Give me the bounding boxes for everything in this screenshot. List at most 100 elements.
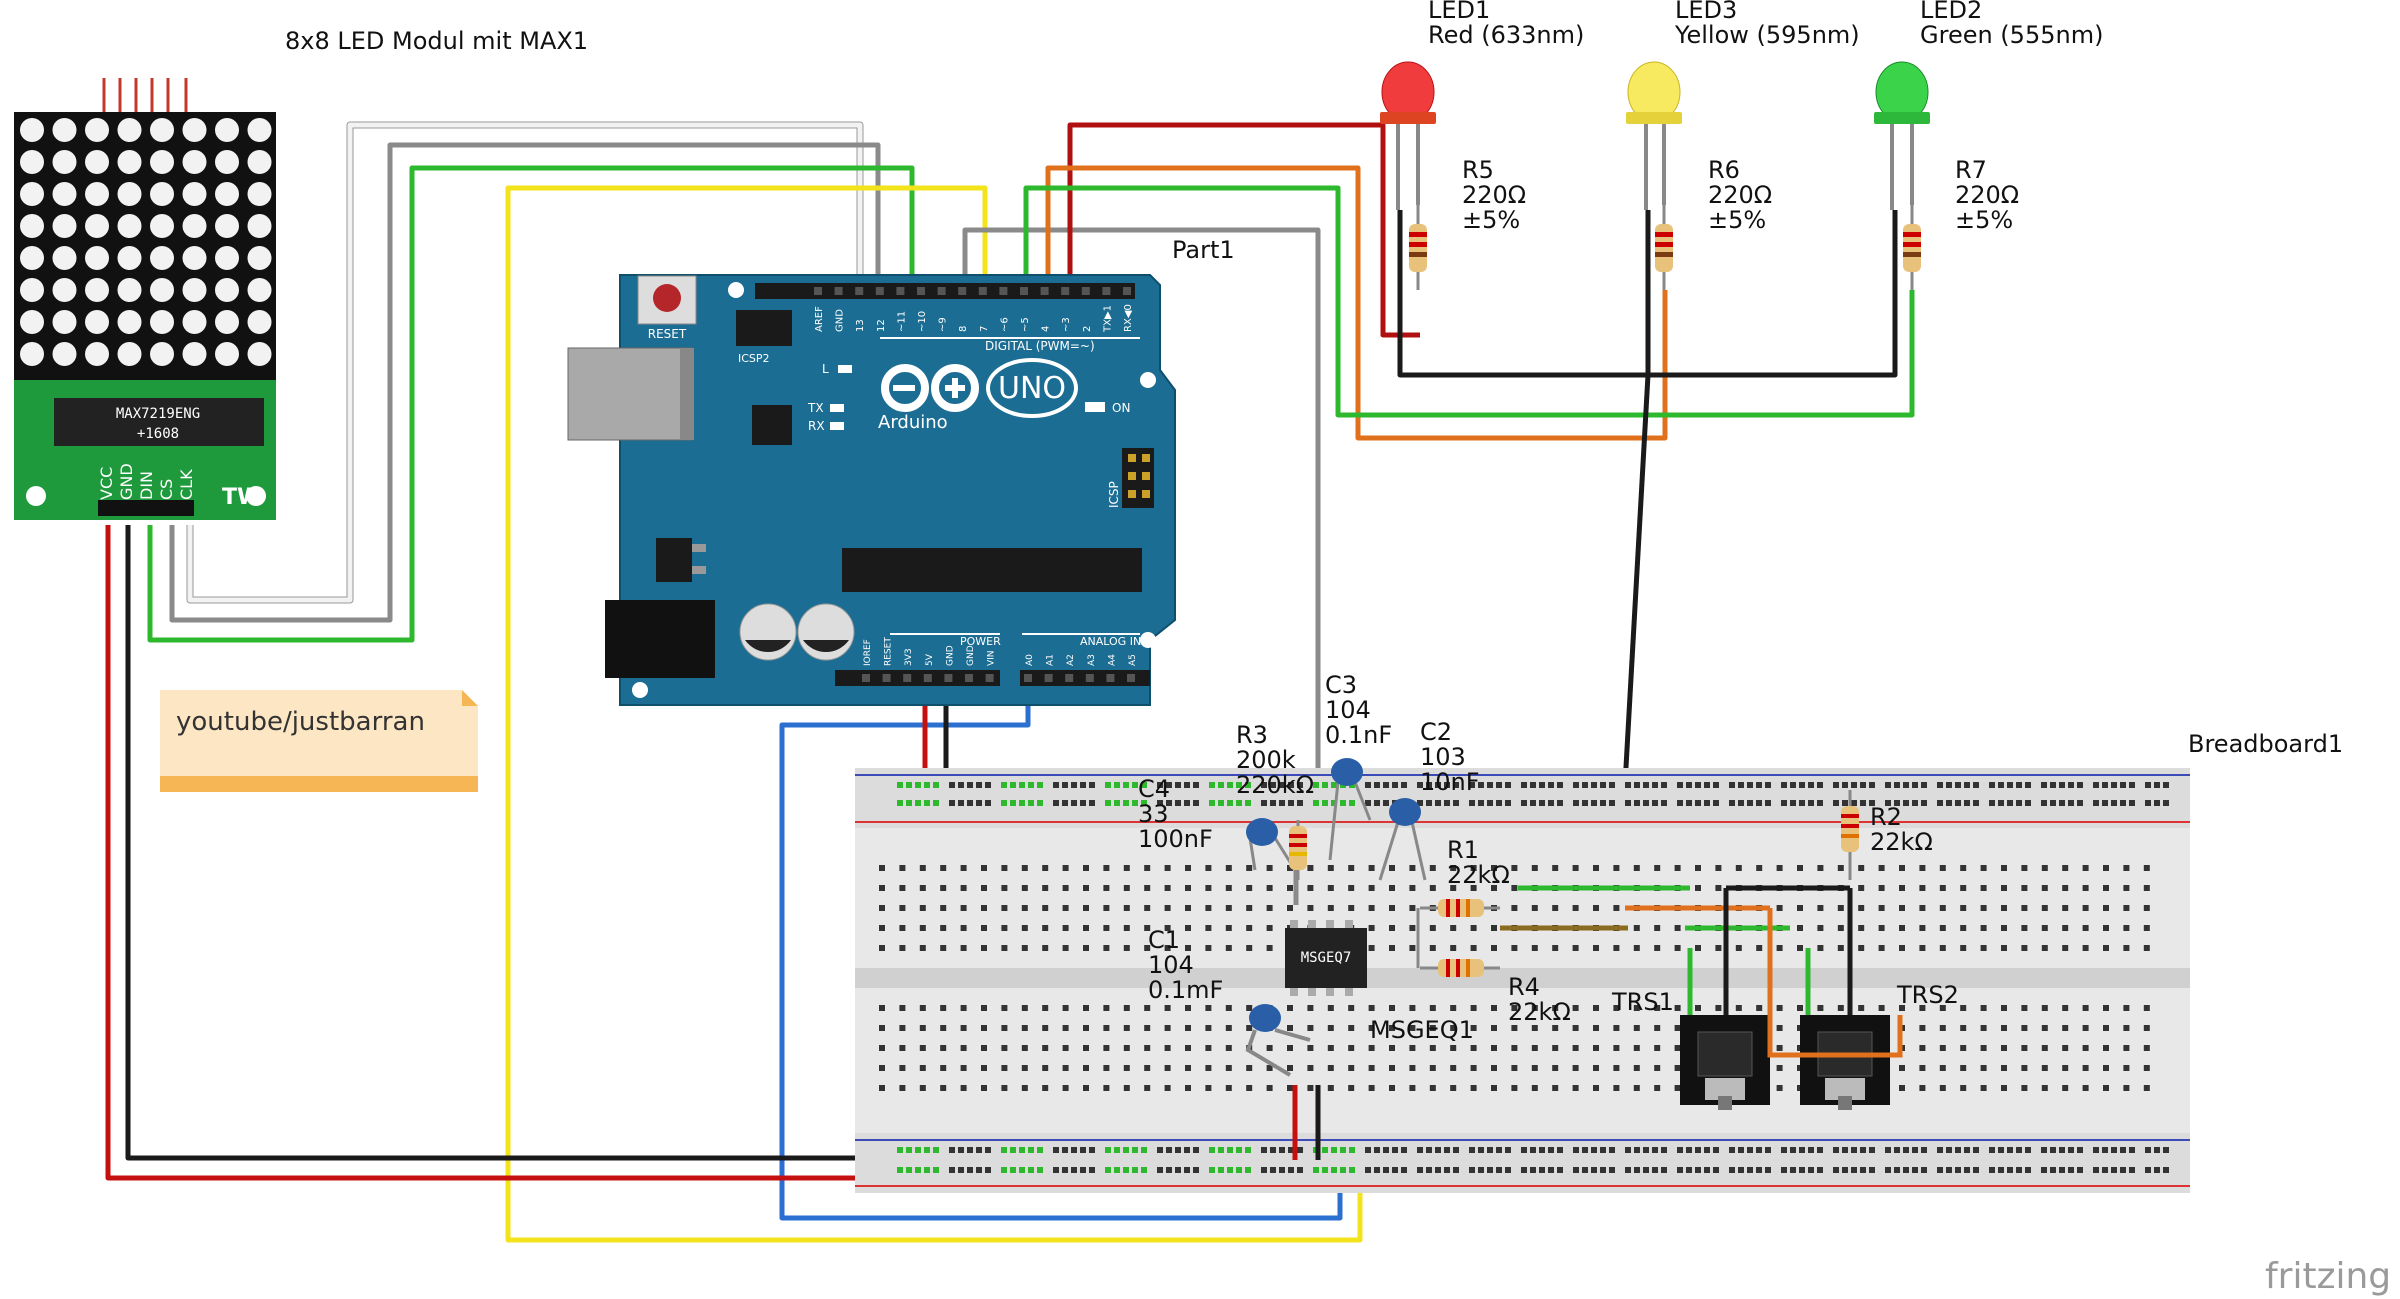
breadboard-hole (906, 782, 912, 788)
breadboard-hole (1261, 782, 1267, 788)
breadboard-hole (1808, 1167, 1814, 1173)
breadboard-hole (1021, 885, 1028, 891)
power-pin-label: GND (966, 645, 976, 666)
breadboard-hole (1593, 1065, 1599, 1071)
breadboard-hole (1661, 1167, 1667, 1173)
breadboard-hole (919, 1005, 926, 1011)
breadboard-hole (2143, 925, 2150, 931)
breadboard-hole (1144, 925, 1151, 931)
matrix-led (20, 182, 44, 206)
wire-part1 (962, 227, 1321, 905)
breadboard-hole (1715, 1005, 1722, 1011)
r2-name: R2 (1870, 803, 1902, 831)
breadboard-hole (1799, 1147, 1805, 1153)
matrix-led (182, 214, 207, 238)
breadboard-hole (1980, 1005, 1987, 1011)
power-pin-label: GND (945, 645, 955, 666)
breadboard-hole (940, 865, 947, 871)
breadboard-hole (1521, 1147, 1527, 1153)
note-text: youtube/justbarran (176, 707, 425, 737)
breadboard-hole (1327, 1085, 1334, 1091)
breadboard-hole (1593, 1025, 1599, 1031)
breadboard-hole (2082, 1065, 2089, 1071)
digital-pin-label: 12 (876, 319, 887, 332)
breadboard-hole (1123, 1065, 1130, 1071)
breadboard-hole (1331, 800, 1337, 806)
breadboard-hole (1487, 782, 1493, 788)
breadboard-hole (2041, 885, 2048, 891)
breadboard-hole (1327, 1045, 1334, 1051)
breadboard-hole (899, 925, 906, 931)
breadboard-hole (1435, 782, 1441, 788)
capacitor-c3 (1328, 758, 1372, 861)
power-pin-hole (985, 674, 994, 682)
breadboard-hole (1478, 1147, 1484, 1153)
breadboard-hole (1557, 1167, 1563, 1173)
breadboard-hole (2068, 1167, 2074, 1173)
led1-name: LED1 (1428, 0, 1490, 24)
breadboard-hole (1531, 1085, 1538, 1091)
matrix-led (215, 246, 239, 270)
breadboard-hole (2021, 925, 2028, 931)
breadboard-hole (1209, 1167, 1215, 1173)
breadboard-hole (899, 905, 906, 911)
breadboard-hole (1469, 1147, 1475, 1153)
breadboard-hole (1921, 1147, 1927, 1153)
breadboard-hole (899, 1005, 906, 1011)
matrix-led (52, 150, 77, 174)
breadboard-hole (1246, 885, 1253, 891)
breadboard-hole (1939, 1005, 1946, 1011)
breadboard-hole (1288, 800, 1294, 806)
breadboard-hole (1530, 782, 1536, 788)
icsp2-label: ICSP2 (738, 352, 770, 365)
breadboard-hole (940, 1025, 947, 1031)
breadboard-hole (1313, 800, 1319, 806)
breadboard-hole (967, 782, 973, 788)
breadboard-hole (899, 885, 906, 891)
breadboard-hole (2062, 865, 2069, 871)
breadboard-hole (1123, 945, 1130, 951)
breadboard-hole (2062, 945, 2069, 951)
breadboard-hole (1633, 1025, 1640, 1031)
breadboard-hole (1955, 1147, 1961, 1153)
breadboard-hole (1899, 1065, 1905, 1071)
matrix-led (20, 278, 44, 302)
breadboard-hole (1776, 1065, 1783, 1071)
breadboard-hole (2016, 1147, 2022, 1153)
breadboard-hole (1593, 905, 1599, 911)
breadboard-hole (1582, 782, 1588, 788)
breadboard-hole (919, 1065, 926, 1071)
breadboard-hole (1205, 885, 1212, 891)
breadboard-hole (1444, 1167, 1450, 1173)
digital-pin-label: 13 (855, 319, 866, 332)
breadboard-hole (1765, 782, 1771, 788)
digital-pin-hole (1020, 287, 1028, 295)
digital-pin-hole (1081, 287, 1090, 295)
digital-pin-label: 7 (979, 326, 990, 332)
digital-pin-label: 2 (1082, 326, 1093, 332)
breadboard-hole (960, 865, 967, 871)
breadboard-hole (1132, 782, 1138, 788)
breadboard-hole (2145, 1147, 2151, 1153)
breadboard-hole (2001, 885, 2007, 891)
breadboard-hole (1878, 905, 1885, 911)
breadboard-hole (1080, 1167, 1086, 1173)
breadboard-hole (1878, 945, 1885, 951)
uno-label: UNO (998, 371, 1066, 406)
voltage-regulator (656, 538, 692, 582)
analog-pin-label: A0 (1025, 654, 1035, 666)
breadboard-hole (2120, 782, 2126, 788)
wire-vcc (105, 525, 928, 1181)
breadboard-hole (1747, 782, 1753, 788)
breadboard-hole (1053, 1147, 1059, 1153)
breadboard-hole (1287, 905, 1293, 911)
breadboard-hole (1548, 800, 1554, 806)
breadboard-hole (1487, 800, 1493, 806)
breadboard-hole (2007, 800, 2013, 806)
analog-pin-hole (1106, 674, 1115, 682)
breadboard-hole (1919, 1045, 1926, 1051)
breadboard-hole (1287, 865, 1293, 871)
led2-green (1874, 61, 1930, 210)
breadboard-hole (2082, 1005, 2089, 1011)
breadboard-hole (940, 885, 947, 891)
